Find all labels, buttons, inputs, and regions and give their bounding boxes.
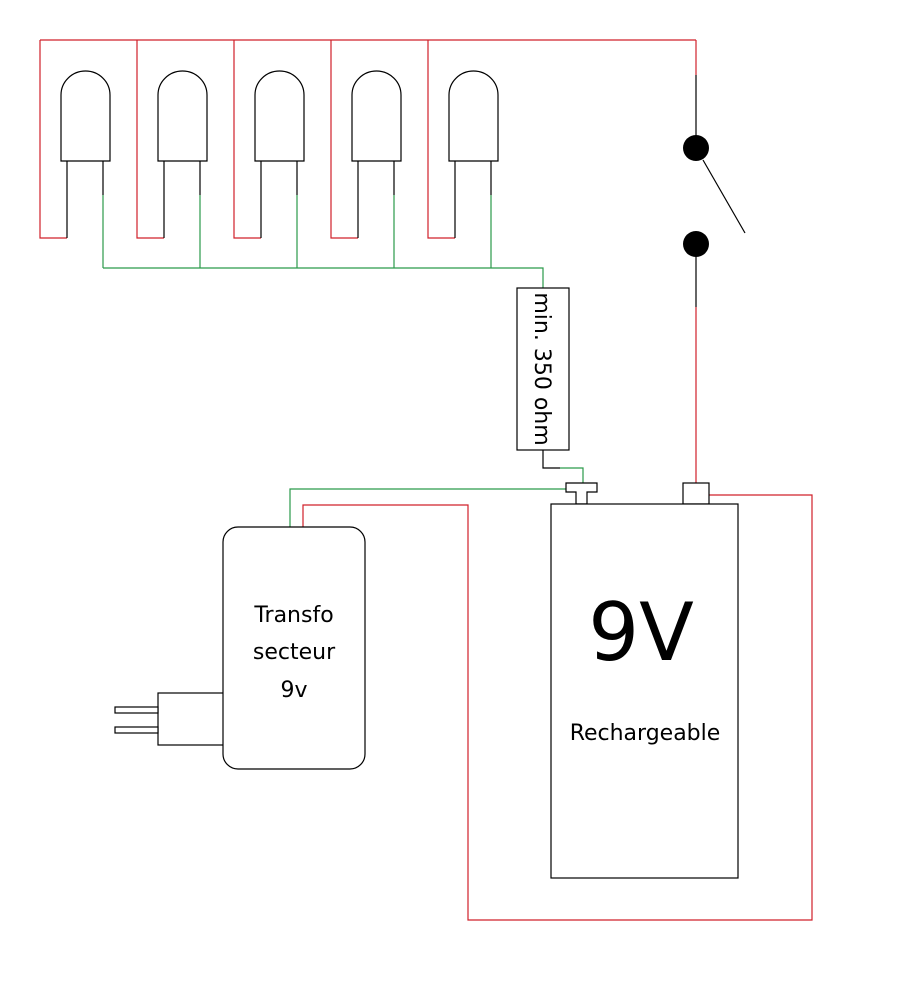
plug-prong [114,706,159,714]
transformer-label-line: 9v [280,678,307,703]
led [60,70,111,162]
switch [683,40,746,484]
battery-positive-terminal [682,482,710,505]
battery: 9V Rechargeable [550,482,739,879]
wire-positive [136,40,164,239]
battery-label: Rechargeable [570,721,721,746]
battery-negative-terminal [565,482,598,505]
transformer: Transfo secteur 9v [114,526,366,770]
wire-positive [330,40,358,239]
plug-prong [114,726,159,734]
battery-voltage: 9V [588,586,694,679]
wire-positive [427,40,455,239]
led [351,70,402,162]
plug-body [157,692,225,746]
wire-positive [302,494,813,921]
led-array [39,39,696,268]
wire-positive [233,40,261,239]
led [157,70,208,162]
led [448,70,499,162]
transformer-label-line: secteur [253,640,336,665]
switch-lever [702,159,746,234]
resistor-label: min. 350 ohm [529,292,554,445]
switch-contact-top [683,135,709,161]
wire-negative [289,488,566,527]
wire-positive [39,40,67,239]
wire-negative [103,267,544,288]
led [254,70,305,162]
wire-negative [560,467,584,483]
resistor: min. 350 ohm [103,267,584,483]
transformer-label-line: Transfo [253,603,333,628]
